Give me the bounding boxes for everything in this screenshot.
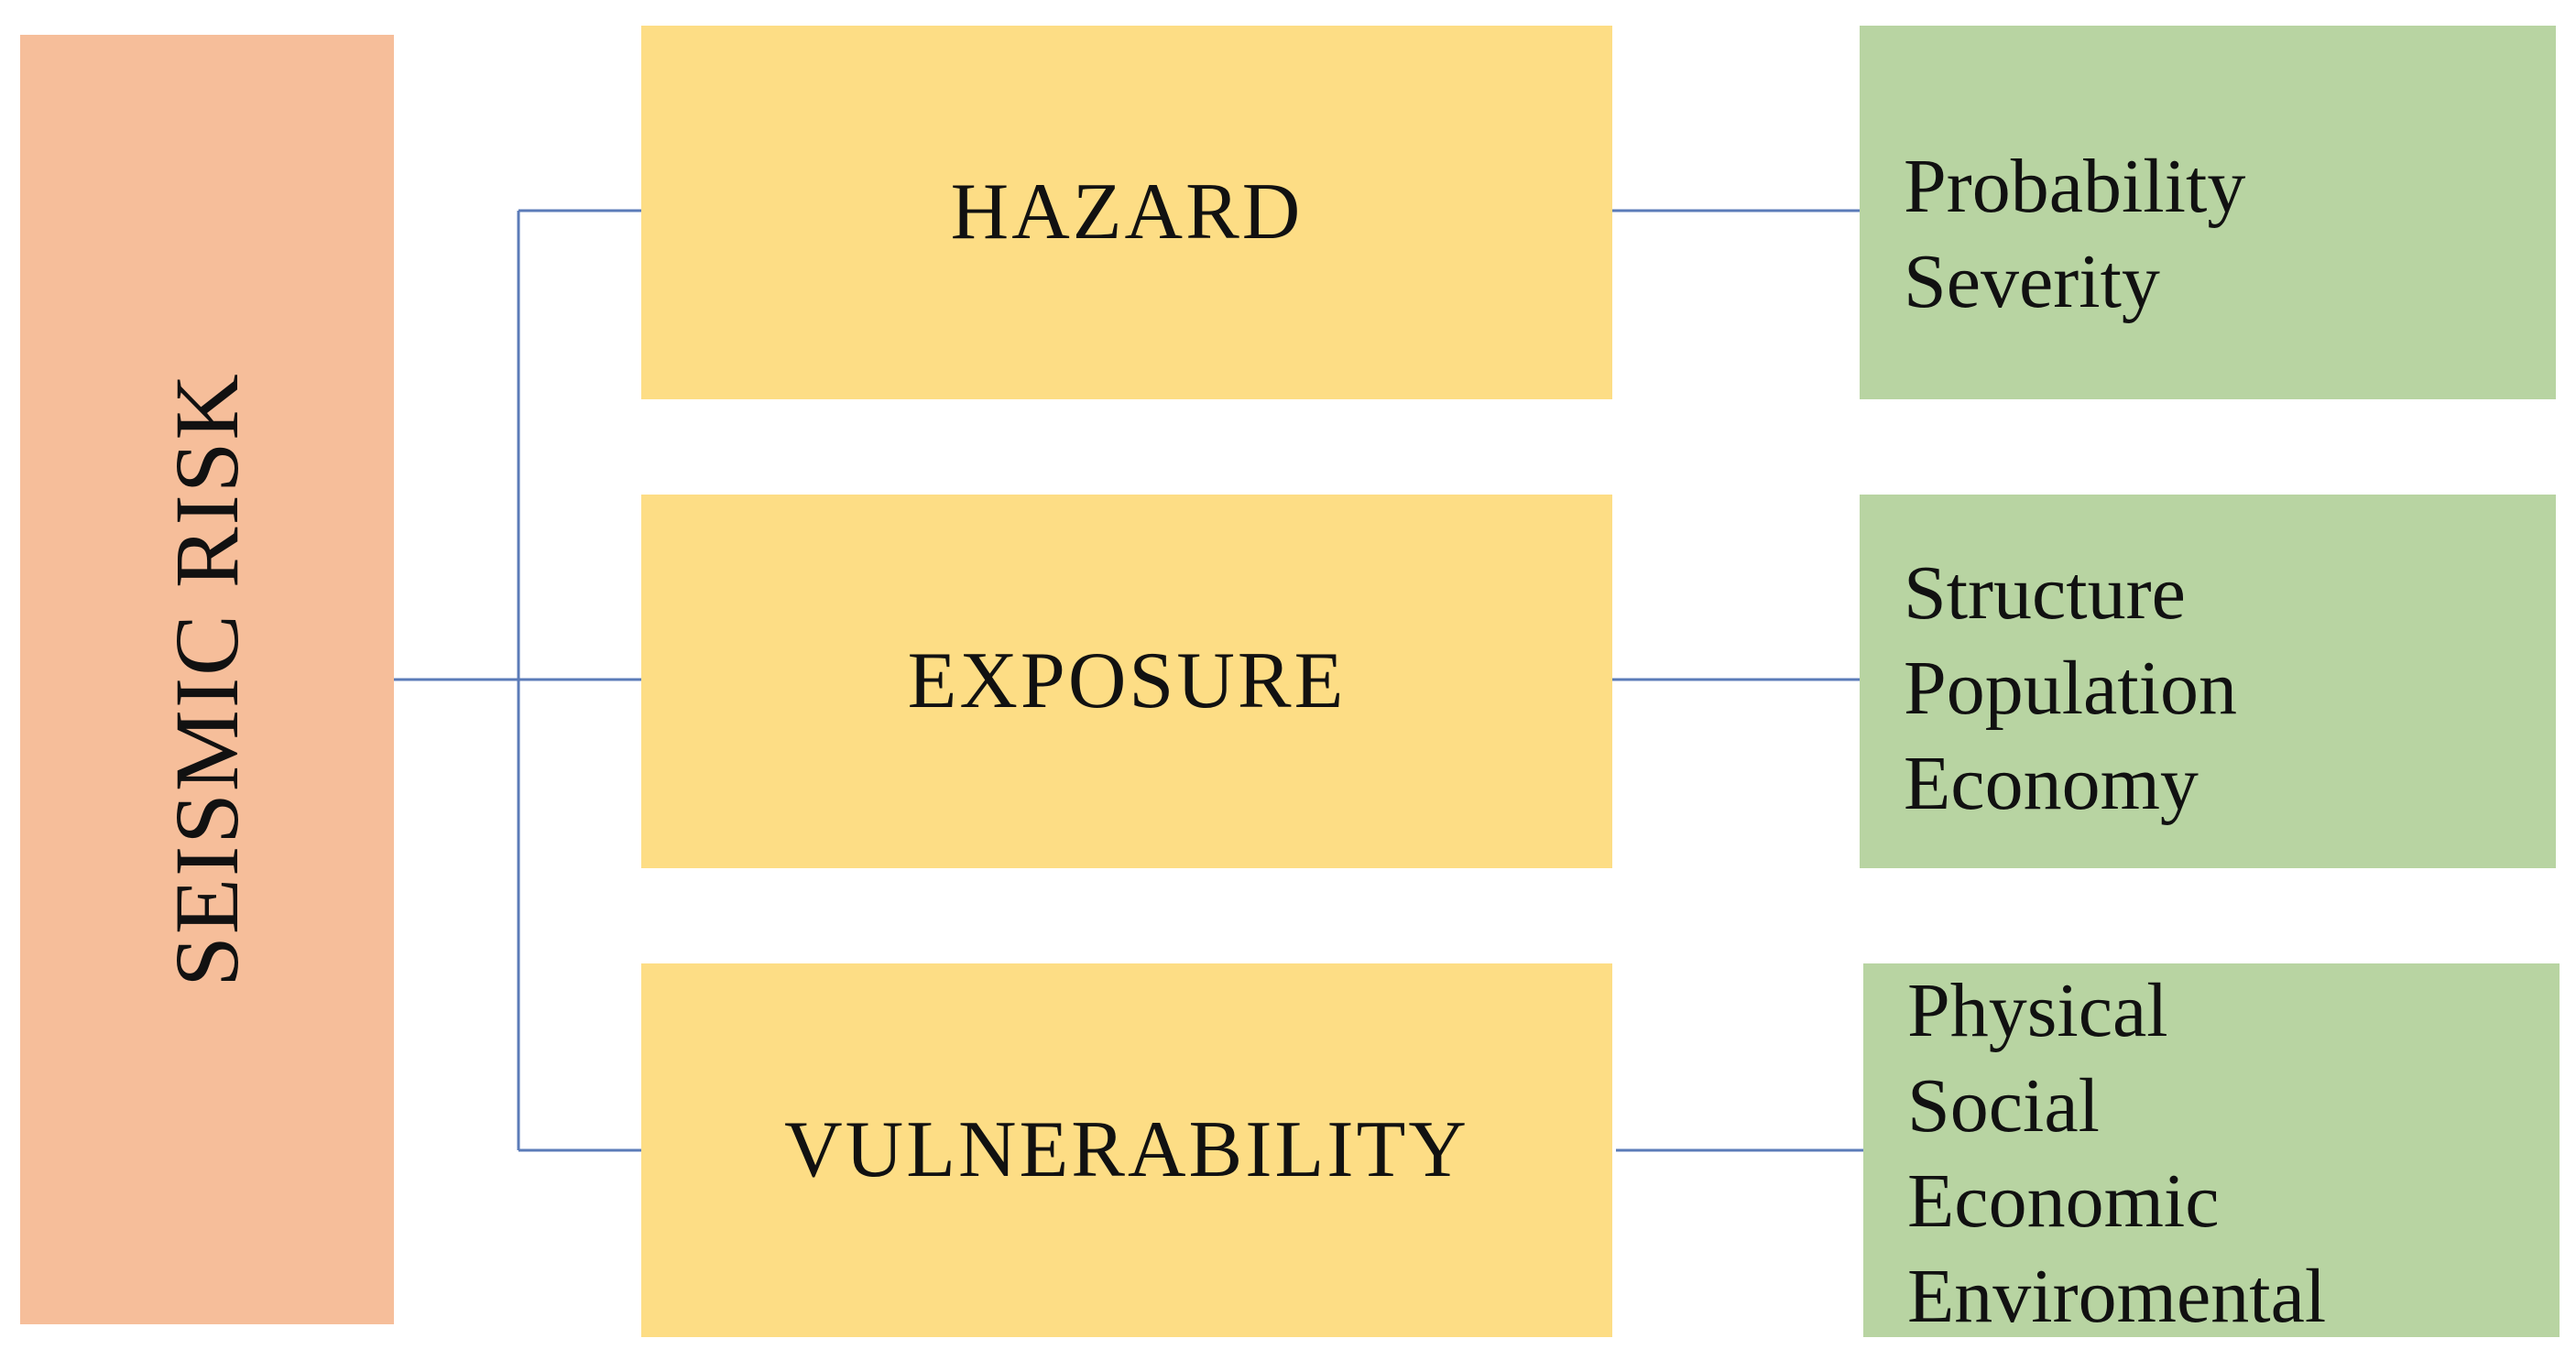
seismic-risk-label: SEISMIC RISK bbox=[156, 372, 257, 987]
subitem-population: Population bbox=[1904, 646, 2238, 731]
subitem-economy: Economy bbox=[1904, 741, 2199, 826]
vulnerability-label: VULNERABILITY bbox=[784, 1105, 1469, 1194]
hazard-box: HAZARD bbox=[641, 26, 1612, 399]
exposure-label: EXPOSURE bbox=[907, 636, 1347, 725]
subitem-structure: Structure bbox=[1904, 550, 2186, 636]
subitem-probability: Probability bbox=[1904, 144, 2246, 229]
subitem-economic: Economic bbox=[1907, 1159, 2220, 1244]
exposure-subitems-box: Structure Population Economy bbox=[1860, 495, 2556, 868]
subitem-social: Social bbox=[1907, 1063, 2100, 1148]
exposure-box: EXPOSURE bbox=[641, 495, 1612, 868]
subitem-enviromental: Enviromental bbox=[1907, 1254, 2327, 1339]
subitem-severity: Severity bbox=[1904, 239, 2160, 324]
vulnerability-box: VULNERABILITY bbox=[641, 963, 1612, 1337]
subitem-physical: Physical bbox=[1907, 968, 2168, 1053]
vulnerability-subitems-box: Physical Social Economic Enviromental bbox=[1863, 963, 2560, 1339]
hazard-subitems-box: Probability Severity bbox=[1860, 26, 2556, 399]
hazard-label: HAZARD bbox=[950, 168, 1304, 256]
seismic-risk-box: SEISMIC RISK bbox=[20, 35, 394, 1324]
